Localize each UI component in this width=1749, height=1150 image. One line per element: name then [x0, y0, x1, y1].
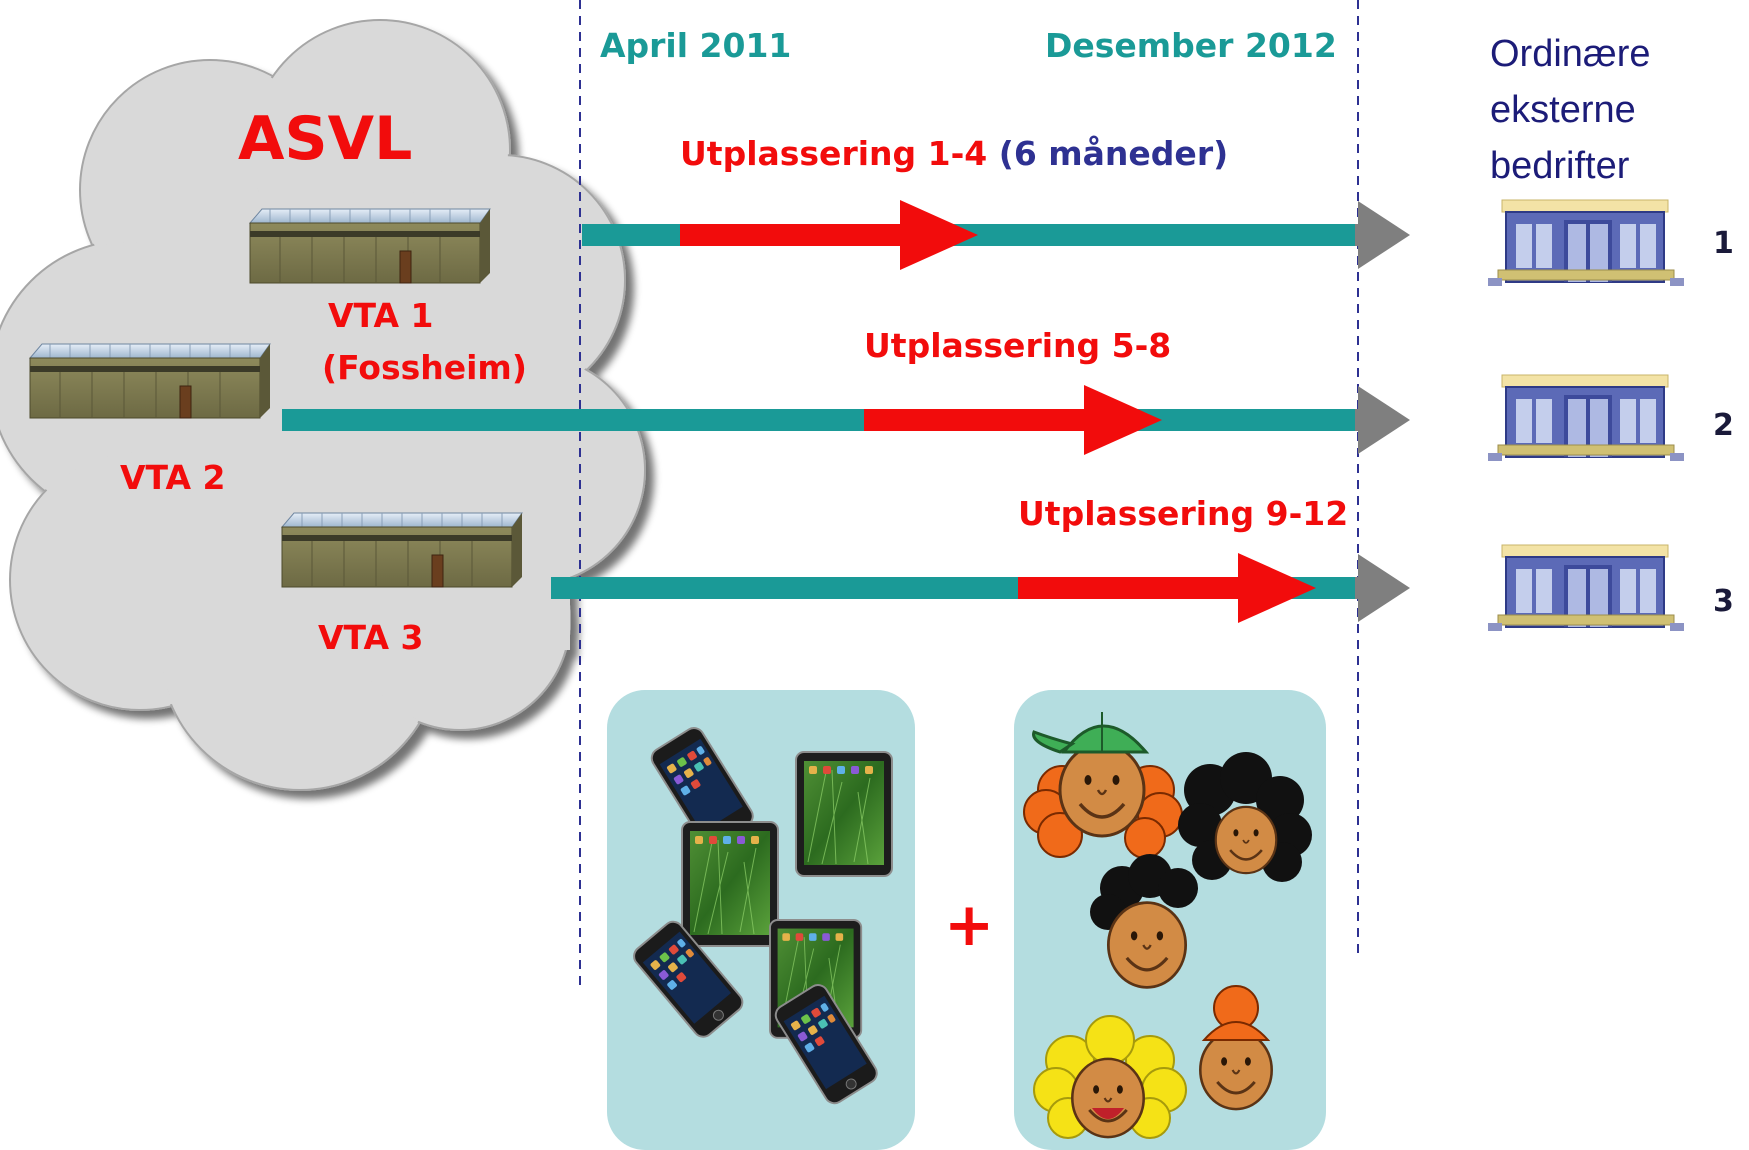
placement-1-label: Utplassering 1-4 [680, 134, 988, 173]
vta1-label: VTA 1 [328, 296, 434, 335]
timeline-end-label: Desember 2012 [1045, 26, 1337, 65]
placement-1-caption: Utplassering 1-4 (6 måneder) [680, 134, 1228, 173]
factory-icon-vta1 [249, 208, 491, 284]
vta3-label: VTA 3 [318, 618, 424, 657]
factory-icon-vta3 [281, 512, 523, 588]
vta1-sublabel: (Fossheim) [322, 348, 527, 387]
factory-icon-vta2 [29, 343, 271, 419]
companies-heading-line-1: Ordinære [1490, 33, 1651, 75]
timeline-bar-1 [582, 200, 1410, 270]
placement-1-note: (6 måneder) [998, 134, 1229, 173]
kid-face-icon-5 [1198, 985, 1274, 1111]
office-building-icon-3 [1487, 544, 1685, 632]
kid-face-icon-1 [1023, 712, 1183, 859]
company-number-3: 3 [1713, 584, 1734, 619]
office-building-icon-1 [1487, 199, 1685, 287]
office-building-icon-2 [1487, 374, 1685, 462]
companies-heading: Ordinære eksterne bedrifter [1490, 26, 1651, 194]
placement-2-label: Utplassering 5-8 [864, 326, 1172, 365]
gray-arrow-3 [1358, 554, 1410, 622]
timeline-bar-2 [282, 385, 1410, 455]
kid-face-icon-3 [1090, 854, 1198, 989]
placement-3-label: Utplassering 9-12 [1018, 494, 1349, 533]
company-number-1: 1 [1713, 226, 1734, 261]
plus-sign: + [944, 890, 995, 960]
timeline-bar-3 [551, 553, 1410, 623]
companies-heading-line-3: bedrifter [1490, 145, 1630, 187]
gray-arrow-1 [1358, 201, 1410, 269]
companies-heading-line-2: eksterne [1490, 89, 1636, 131]
company-number-2: 2 [1713, 408, 1734, 443]
tablet-icon-2 [681, 821, 779, 947]
timeline-start-label: April 2011 [600, 26, 792, 65]
kid-face-icon-2 [1178, 752, 1312, 882]
gray-arrow-2 [1358, 386, 1410, 454]
asvl-title: ASVL [238, 104, 413, 174]
vta2-label: VTA 2 [120, 458, 226, 497]
kid-face-icon-4 [1033, 1015, 1187, 1139]
tablet-icon-1 [795, 751, 893, 877]
